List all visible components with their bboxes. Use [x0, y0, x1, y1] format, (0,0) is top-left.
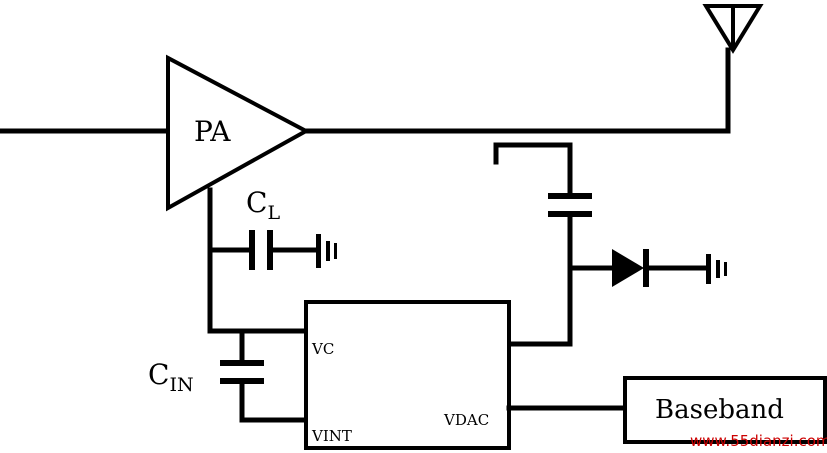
baseband-block [623, 376, 827, 444]
pa-amplifier [166, 54, 311, 212]
baseband-label: Baseband [655, 395, 784, 425]
cin-label: CIN [148, 358, 194, 396]
cl-label-sub: L [267, 202, 280, 224]
diode-icon [612, 249, 644, 287]
cl-label-main: C [246, 186, 267, 219]
pin-vint-label: VINT [311, 427, 352, 445]
watermark-text: www.55dianzi.com [690, 432, 827, 450]
cl-label: CL [246, 186, 280, 224]
pa-label: PA [194, 115, 231, 148]
diode-ground-icon [706, 254, 727, 284]
cin-label-sub: IN [169, 374, 193, 396]
controller-ic-block [304, 300, 511, 450]
cl-ground-icon [316, 234, 337, 268]
cin-label-main: C [148, 358, 169, 391]
pin-vc-label: VC [311, 340, 334, 358]
pin-vdac-label: VDAC [443, 411, 489, 429]
